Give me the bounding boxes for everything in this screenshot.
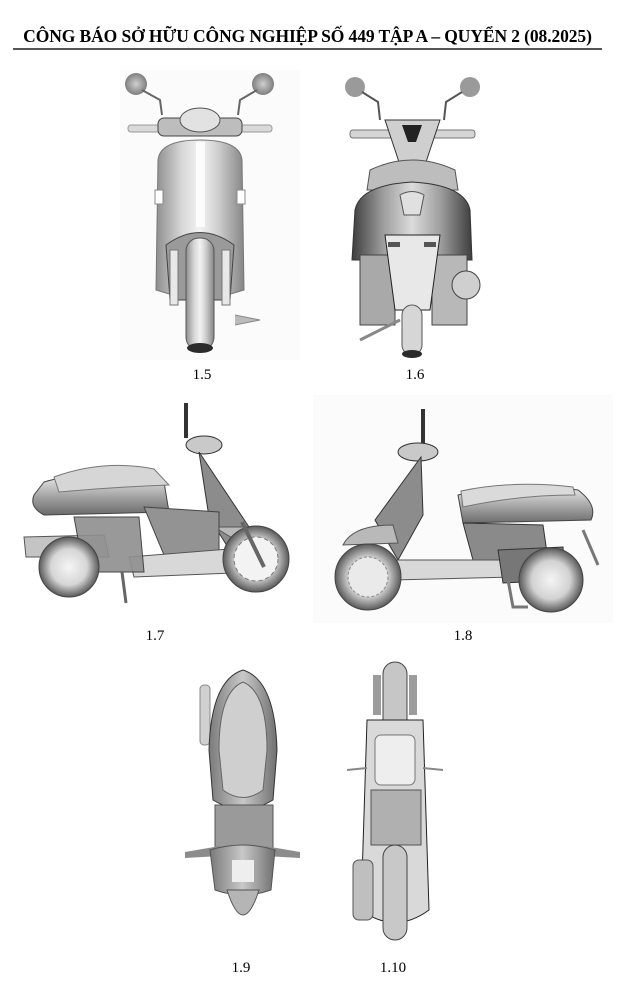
gazette-title: CÔNG BÁO SỞ HỮU CÔNG NGHIỆP SỐ 449 TẬP A… <box>23 26 592 46</box>
figure-caption-1-7: 1.7 <box>145 628 165 644</box>
figure-1-9-top-view <box>175 660 310 942</box>
figure-1-7-left-side-view <box>14 397 292 607</box>
figure-caption-1-6: 1.6 <box>405 367 425 383</box>
scooter-bottom-drawing <box>346 661 444 941</box>
figure-1-8-right-side-view <box>313 395 613 623</box>
figure-caption-1-5: 1.5 <box>192 367 212 383</box>
figure-caption-1-8: 1.8 <box>453 628 473 644</box>
figure-caption-1-10: 1.10 <box>379 960 407 976</box>
figure-1-5-front-view <box>120 70 300 360</box>
scooter-rear-drawing <box>345 77 481 358</box>
scooter-left-side-drawing <box>23 403 290 604</box>
page-header: CÔNG BÁO SỞ HỮU CÔNG NGHIỆP SỐ 449 TẬP A… <box>13 26 602 50</box>
figure-caption-1-9: 1.9 <box>231 960 251 976</box>
figure-1-10-bottom-view <box>345 660 445 945</box>
scooter-top-drawing <box>185 669 300 916</box>
scooter-front-drawing <box>125 73 274 353</box>
figure-1-6-rear-view <box>340 70 505 360</box>
scooter-right-side-drawing <box>334 409 600 613</box>
